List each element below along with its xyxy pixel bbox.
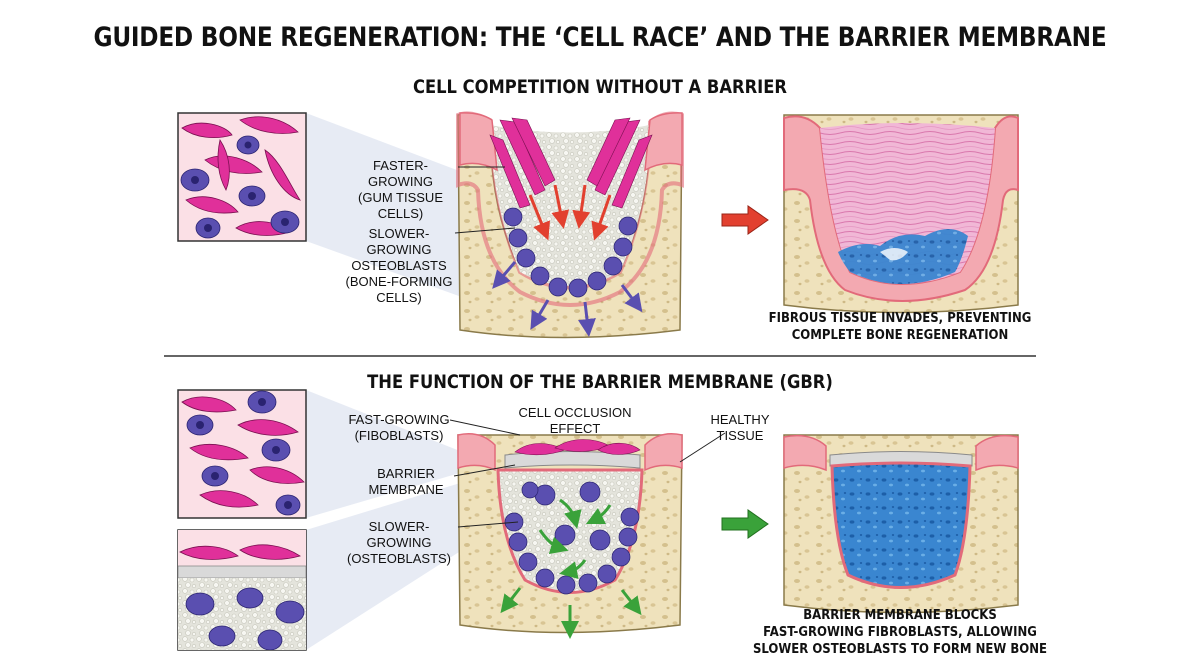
leader-lines bbox=[449, 166, 726, 528]
label-cell-occlusion: CELL OCCLUSION EFFECT bbox=[518, 405, 632, 436]
fast-cells-blocked bbox=[514, 439, 641, 456]
top-result-line1: FIBROUS TISSUE INVADES, PREVENTING bbox=[768, 311, 1032, 326]
result-new-bone bbox=[783, 434, 1019, 614]
result-fibrous-invasion bbox=[783, 114, 1019, 314]
slower-line1: SLOWER-GROWING bbox=[366, 519, 432, 550]
slower-line2: (OSTEOBLASTS) bbox=[346, 551, 452, 566]
barrier-line2: MEMBRANE bbox=[368, 482, 444, 497]
slow-label-sub: (BONE-FORMING CELLS) bbox=[345, 274, 453, 305]
cell-inset-mixed bbox=[177, 112, 470, 300]
fast-cells-top bbox=[489, 117, 653, 209]
label-slower-growing: SLOWER-GROWING OSTEOBLASTS (BONE-FORMING… bbox=[338, 226, 460, 306]
fast-label-sub: (GUM TISSUE CELLS) bbox=[358, 190, 443, 221]
bottom-result-line2: FAST-GROWING FIBROBLASTS, ALLOWING bbox=[763, 625, 1037, 640]
label-barrier-membrane: BARRIER MEMBRANE bbox=[358, 466, 454, 498]
fast-growing-line1: FAST-GROWING bbox=[348, 412, 450, 427]
fast-label-title: FASTER-GROWING bbox=[368, 158, 433, 189]
label-faster-growing: FASTER-GROWING (GUM TISSUE CELLS) bbox=[343, 158, 458, 222]
top-result-arrow bbox=[721, 205, 769, 235]
bottom-section-heading: THE FUNCTION OF THE BARRIER MEMBRANE (GB… bbox=[367, 371, 833, 393]
top-section-heading: CELL COMPETITION WITHOUT A BARRIER bbox=[412, 76, 787, 98]
top-result-caption: FIBROUS TISSUE INVADES, PREVENTING COMPL… bbox=[756, 310, 1044, 344]
defect-no-barrier bbox=[456, 111, 684, 339]
bottom-result-arrow bbox=[721, 509, 769, 539]
defect-with-barrier bbox=[457, 433, 683, 639]
label-slower-osteoblasts: SLOWER-GROWING (OSTEOBLASTS) bbox=[338, 519, 460, 567]
cell-inset-mixed-2 bbox=[177, 389, 470, 519]
osteoblast-row-top bbox=[503, 207, 638, 298]
healthy-line1: HEALTHY bbox=[710, 412, 770, 427]
top-result-line2: COMPLETE BONE REGENERATION bbox=[791, 328, 1009, 343]
bottom-result-line3: SLOWER OSTEOBLASTS TO FORM NEW BONE bbox=[752, 642, 1048, 657]
barrier-line1: BARRIER bbox=[377, 466, 435, 481]
osteoblasts-bottom bbox=[504, 481, 640, 595]
cell-inset-barrier bbox=[177, 480, 470, 651]
bottom-result-caption: BARRIER MEMBRANE BLOCKS FAST-GROWING FIB… bbox=[752, 607, 1049, 658]
slow-label-line1: SLOWER-GROWING bbox=[366, 226, 432, 257]
label-fast-growing: FAST-GROWING (FIBOBLASTS) bbox=[345, 412, 453, 444]
slow-label-line2: OSTEOBLASTS bbox=[351, 258, 447, 273]
healthy-line2: TISSUE bbox=[716, 428, 764, 443]
label-healthy-tissue: HEALTHY TISSUE bbox=[705, 412, 775, 444]
fast-growing-line2: (FIBOBLASTS) bbox=[354, 428, 444, 443]
bottom-result-line1: BARRIER MEMBRANE BLOCKS bbox=[803, 608, 997, 623]
page-title: GUIDED BONE REGENERATION: THE ‘CELL RACE… bbox=[93, 22, 1107, 53]
